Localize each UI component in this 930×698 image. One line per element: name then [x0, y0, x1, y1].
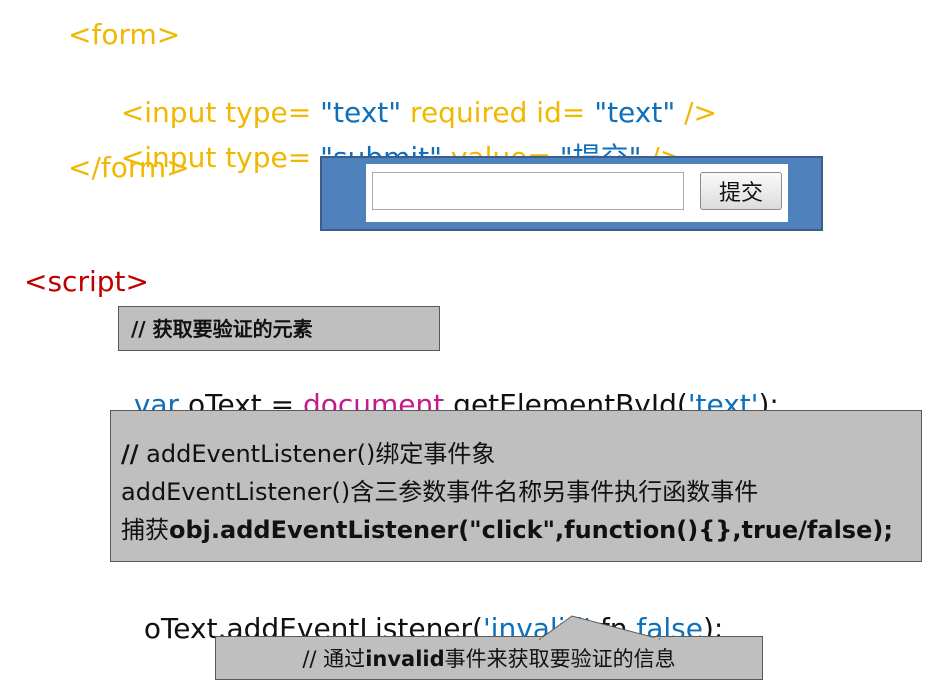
- comment-line-3-code: obj.addEventListener("click",function(){…: [169, 516, 893, 544]
- callout-pointer-icon: [538, 615, 661, 640]
- text-input[interactable]: [372, 172, 684, 210]
- comment-get-element: // 获取要验证的元素: [118, 306, 440, 351]
- code-input-text: <input type= "text" required id= "text" …: [103, 62, 717, 130]
- comment-line-3: 捕获obj.addEventListener("click",function(…: [121, 511, 913, 549]
- comment-invalid-suffix: 事件来获取要验证的信息: [444, 647, 676, 671]
- code-type-value: "text": [320, 96, 402, 129]
- code-required-attr: required id=: [401, 96, 595, 129]
- comment-line-1: // addEventListener()绑定事件象: [121, 435, 913, 473]
- code-script-tag: <script>: [24, 265, 149, 298]
- comment-slashes: //: [121, 440, 139, 468]
- comment-invalid-prefix: // 通过: [302, 647, 366, 671]
- code-input-close: />: [675, 96, 718, 129]
- code-form-open: <form>: [68, 18, 181, 51]
- form-demo-panel: 提交: [320, 156, 823, 231]
- code-input-open: <input type=: [120, 141, 321, 174]
- comment-line-3-prefix: 捕获: [121, 516, 169, 544]
- code-input-open: <input type=: [120, 96, 321, 129]
- comment-invalid-keyword: invalid: [365, 647, 445, 671]
- comment-line-2: addEventListener()含三参数事件名称另事件执行函数事件: [121, 478, 759, 506]
- code-form-close: </form>: [68, 151, 190, 184]
- comment-add-event-listener: // addEventListener()绑定事件象 addEventListe…: [110, 410, 922, 562]
- comment-line-1-text: addEventListener()绑定事件象: [138, 440, 496, 468]
- comment-invalid-event: // 通过invalid事件来获取要验证的信息: [215, 636, 763, 680]
- code-id-value: "text": [594, 96, 676, 129]
- form-demo-area: 提交: [366, 164, 788, 222]
- submit-button[interactable]: 提交: [700, 172, 782, 210]
